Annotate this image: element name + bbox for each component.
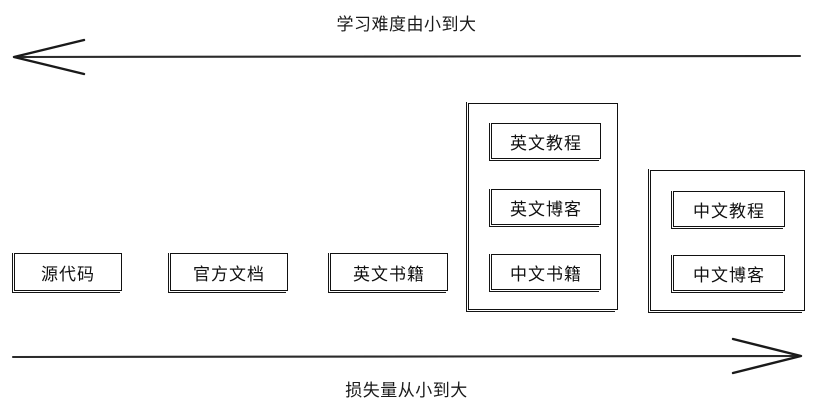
- node-source-code[interactable]: 源代码: [12, 253, 122, 293]
- node-chinese-blog[interactable]: 中文博客: [671, 255, 785, 293]
- loss-axis-arrow: [11, 337, 803, 375]
- node-english-books[interactable]: 英文书籍: [328, 253, 448, 293]
- group-english-cluster: 英文教程 英文博客 中文书籍: [466, 102, 618, 312]
- node-english-blog[interactable]: 英文博客: [489, 189, 601, 227]
- bottom-axis-label: 损失量从小到大: [345, 381, 468, 401]
- node-official-docs[interactable]: 官方文档: [168, 253, 288, 293]
- difficulty-axis-arrow: [12, 38, 802, 76]
- node-chinese-books[interactable]: 中文书籍: [489, 254, 601, 292]
- node-english-tutorial[interactable]: 英文教程: [489, 123, 601, 161]
- node-chinese-tutorial[interactable]: 中文教程: [671, 191, 785, 229]
- group-chinese-cluster: 中文教程 中文博客: [648, 169, 805, 313]
- top-axis-label: 学习难度由小到大: [336, 15, 477, 35]
